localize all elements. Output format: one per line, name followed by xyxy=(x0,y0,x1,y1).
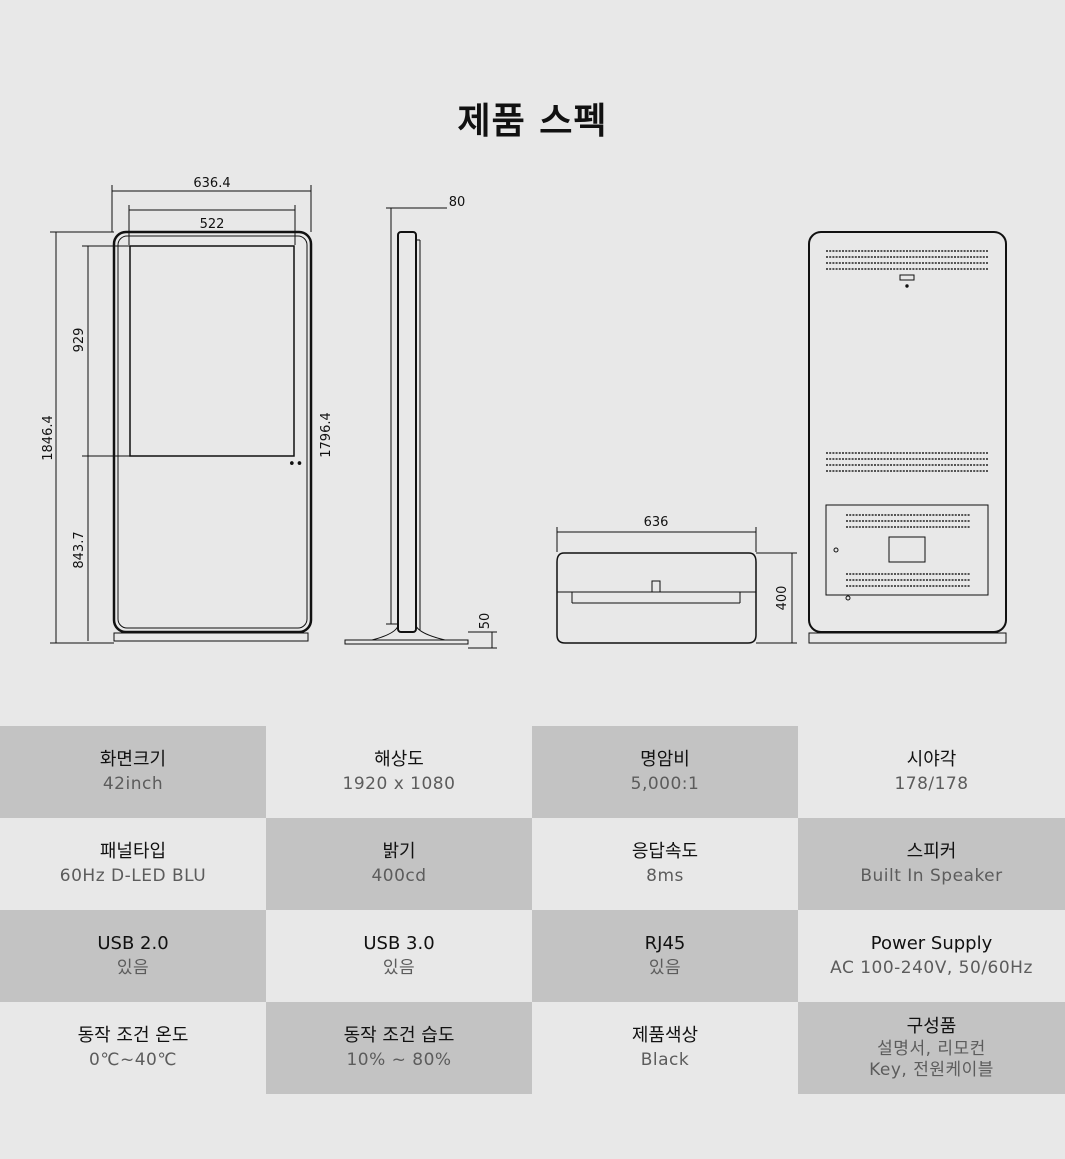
base-view-drawing: 636 400 xyxy=(556,515,797,644)
spec-label: 시야각 xyxy=(906,749,957,770)
spec-cell: 제품색상 Black xyxy=(532,1002,798,1094)
spec-value: Built In Speaker xyxy=(860,866,1003,886)
spec-label: 명암비 xyxy=(640,749,690,770)
spec-label: 스피커 xyxy=(906,841,957,862)
spec-value: 있음 xyxy=(648,958,682,978)
spec-cell: 화면크기 42inch xyxy=(0,726,266,818)
dim-base-width: 636 xyxy=(644,515,669,530)
spec-cell: 응답속도 8ms xyxy=(532,818,798,910)
spec-label: 제품색상 xyxy=(631,1025,699,1046)
spec-cell: Power Supply AC 100-240V, 50/60Hz xyxy=(798,910,1065,1002)
spec-value: 42inch xyxy=(102,774,164,794)
product-dimension-drawings: 636.4 522 •• 1846.4 929 843.7 1796.4 xyxy=(41,176,1007,649)
spec-value: AC 100-240V, 50/60Hz xyxy=(830,958,1033,978)
spec-value: 설명서, 리모컨 xyxy=(877,1039,986,1059)
spec-cell: 명암비 5,000:1 xyxy=(532,726,798,818)
spec-cell: 패널타입 60Hz D-LED BLU xyxy=(0,818,266,910)
front-view-drawing: 636.4 522 •• 1846.4 929 843.7 xyxy=(41,176,313,644)
spec-value: Black xyxy=(640,1050,690,1070)
spec-value: 0℃~40℃ xyxy=(89,1050,177,1070)
page-title: 제품 스펙 xyxy=(457,101,608,142)
spec-label: 동작 조건 습도 xyxy=(343,1025,455,1046)
spec-cell: 구성품 설명서, 리모컨 Key, 전원케이블 xyxy=(798,1002,1065,1094)
spec-label: 동작 조건 온도 xyxy=(77,1025,189,1046)
dim-side-base-height: 50 xyxy=(478,613,493,630)
spec-cell: 시야각 178/178 xyxy=(798,726,1065,818)
spec-cell: 동작 조건 습도 10% ~ 80% xyxy=(266,1002,532,1094)
spec-cell: 스피커 Built In Speaker xyxy=(798,818,1065,910)
side-view-drawing: 1796.4 80 50 xyxy=(319,195,497,649)
spec-value: 있음 xyxy=(382,958,416,978)
dim-side-height: 1796.4 xyxy=(319,412,334,458)
spec-value: 5,000:1 xyxy=(630,774,700,794)
spec-value: 8ms xyxy=(646,866,684,886)
spec-cell: USB 3.0 있음 xyxy=(266,910,532,1002)
spec-value: 있음 xyxy=(116,958,150,978)
rear-view-drawing xyxy=(808,231,1007,644)
spec-value: 178/178 xyxy=(894,774,969,794)
spec-label: RJ45 xyxy=(644,933,686,954)
spec-label: Power Supply xyxy=(870,933,993,954)
spec-label: 화면크기 xyxy=(99,749,167,770)
dim-front-height-total: 1846.4 xyxy=(41,415,56,461)
spec-cell: 해상도 1920 x 1080 xyxy=(266,726,532,818)
spec-cell: RJ45 있음 xyxy=(532,910,798,1002)
spec-label: USB 2.0 xyxy=(97,933,169,954)
spec-label: USB 3.0 xyxy=(363,933,435,954)
spec-label: 패널타입 xyxy=(99,841,167,862)
dim-front-height-lower: 843.7 xyxy=(72,531,87,568)
spec-value-line2: Key, 전원케이블 xyxy=(869,1060,994,1080)
dim-base-depth: 400 xyxy=(775,586,790,611)
spec-cell: 동작 조건 온도 0℃~40℃ xyxy=(0,1002,266,1094)
spec-label: 응답속도 xyxy=(631,841,699,862)
spec-value: 10% ~ 80% xyxy=(346,1050,452,1070)
spec-label: 해상도 xyxy=(374,749,424,770)
dim-side-depth: 80 xyxy=(449,195,466,210)
spec-table: 화면크기 42inch 해상도 1920 x 1080 명암비 5,000:1 … xyxy=(0,726,1065,1094)
dim-front-width-screen: 522 xyxy=(200,217,225,232)
dim-front-height-screen: 929 xyxy=(72,328,87,353)
spec-label: 밝기 xyxy=(382,841,416,862)
spec-value: 1920 x 1080 xyxy=(342,774,456,794)
spec-cell: 밝기 400cd xyxy=(266,818,532,910)
dim-front-width-outer: 636.4 xyxy=(193,176,230,191)
spec-label: 구성품 xyxy=(906,1016,957,1037)
spec-value: 60Hz D-LED BLU xyxy=(59,866,207,886)
svg-text:••: •• xyxy=(288,457,303,472)
spec-value: 400cd xyxy=(371,866,427,886)
spec-cell: USB 2.0 있음 xyxy=(0,910,266,1002)
